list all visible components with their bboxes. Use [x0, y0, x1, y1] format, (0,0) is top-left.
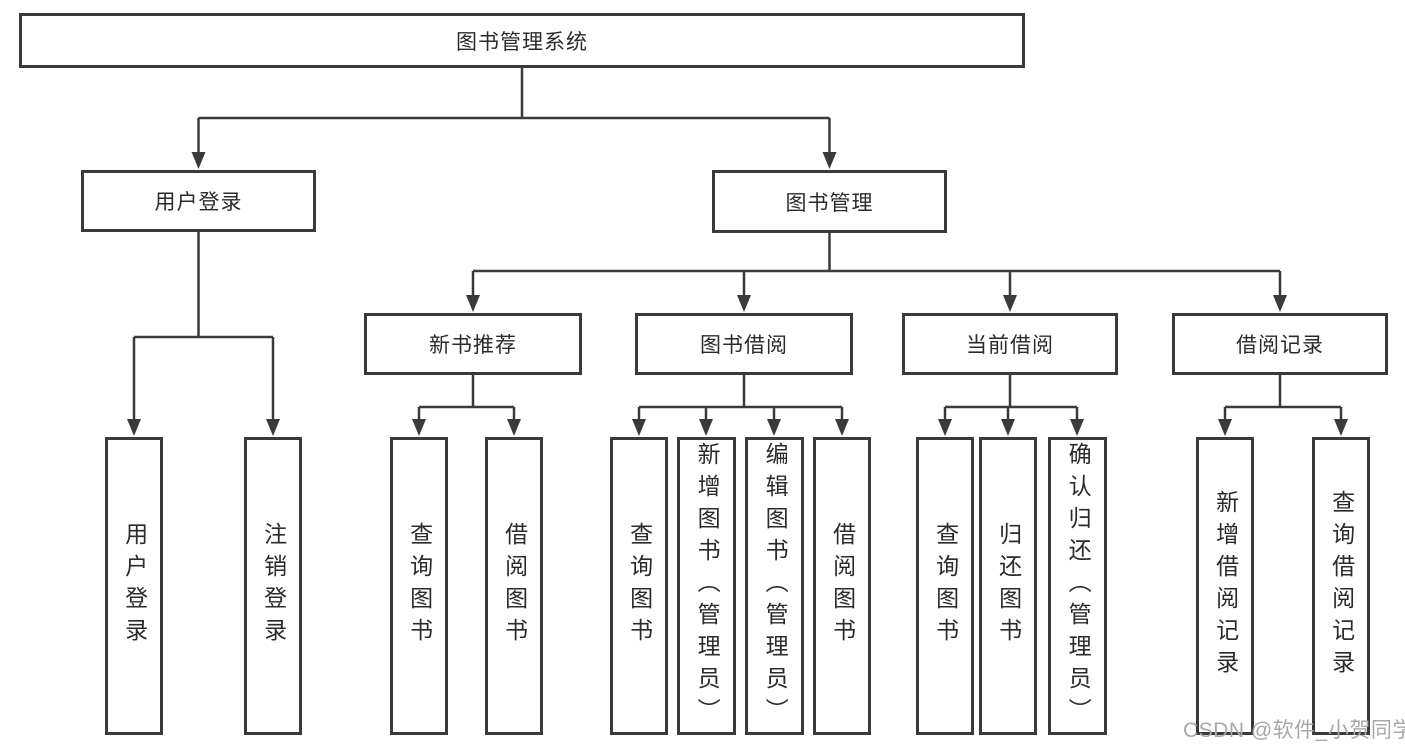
node-leaf-query-book-2-label: 查询图书: [626, 522, 653, 650]
node-leaf-add-borrow-record-label: 新增借阅记录: [1212, 490, 1239, 682]
node-leaf-return-book: 归还图书: [979, 437, 1037, 735]
node-leaf-borrow-book-1-label: 借阅图书: [501, 522, 528, 650]
node-library-management-system: 图书管理系统: [19, 13, 1025, 68]
node-leaf-return-book-label: 归还图书: [995, 522, 1022, 650]
node-leaf-user-login: 用户登录: [105, 437, 163, 735]
node-leaf-edit-book-admin-label: 编辑图书（管理员）: [762, 442, 789, 730]
node-leaf-query-book-1-label: 查询图书: [406, 522, 433, 650]
node-leaf-query-borrow-record: 查询借阅记录: [1312, 437, 1370, 735]
node-leaf-logout-label: 注销登录: [260, 522, 287, 650]
node-leaf-query-book-1: 查询图书: [390, 437, 448, 735]
node-new-book-recommend: 新书推荐: [364, 313, 582, 375]
node-current-borrow: 当前借阅: [902, 313, 1118, 375]
node-book-management: 图书管理: [712, 170, 947, 233]
node-leaf-logout: 注销登录: [244, 437, 302, 735]
node-user-login: 用户登录: [81, 170, 316, 232]
node-leaf-confirm-return-admin: 确认归还（管理员）: [1048, 437, 1107, 735]
node-leaf-borrow-book-2-label: 借阅图书: [829, 522, 856, 650]
node-leaf-borrow-book-2: 借阅图书: [813, 437, 871, 735]
node-leaf-add-book-admin: 新增图书（管理员）: [677, 437, 736, 735]
node-leaf-query-book-2: 查询图书: [610, 437, 668, 735]
node-leaf-add-borrow-record: 新增借阅记录: [1196, 437, 1254, 735]
node-leaf-borrow-book-1: 借阅图书: [485, 437, 543, 735]
node-leaf-query-book-3: 查询图书: [916, 437, 974, 735]
node-book-borrow: 图书借阅: [635, 313, 853, 375]
node-leaf-confirm-return-admin-label: 确认归还（管理员）: [1065, 442, 1092, 730]
node-borrow-records: 借阅记录: [1172, 313, 1388, 375]
node-leaf-edit-book-admin: 编辑图书（管理员）: [745, 437, 804, 735]
node-leaf-query-borrow-record-label: 查询借阅记录: [1328, 490, 1355, 682]
node-leaf-add-book-admin-label: 新增图书（管理员）: [694, 442, 721, 730]
node-leaf-user-login-label: 用户登录: [121, 522, 148, 650]
node-leaf-query-book-3-label: 查询图书: [932, 522, 959, 650]
